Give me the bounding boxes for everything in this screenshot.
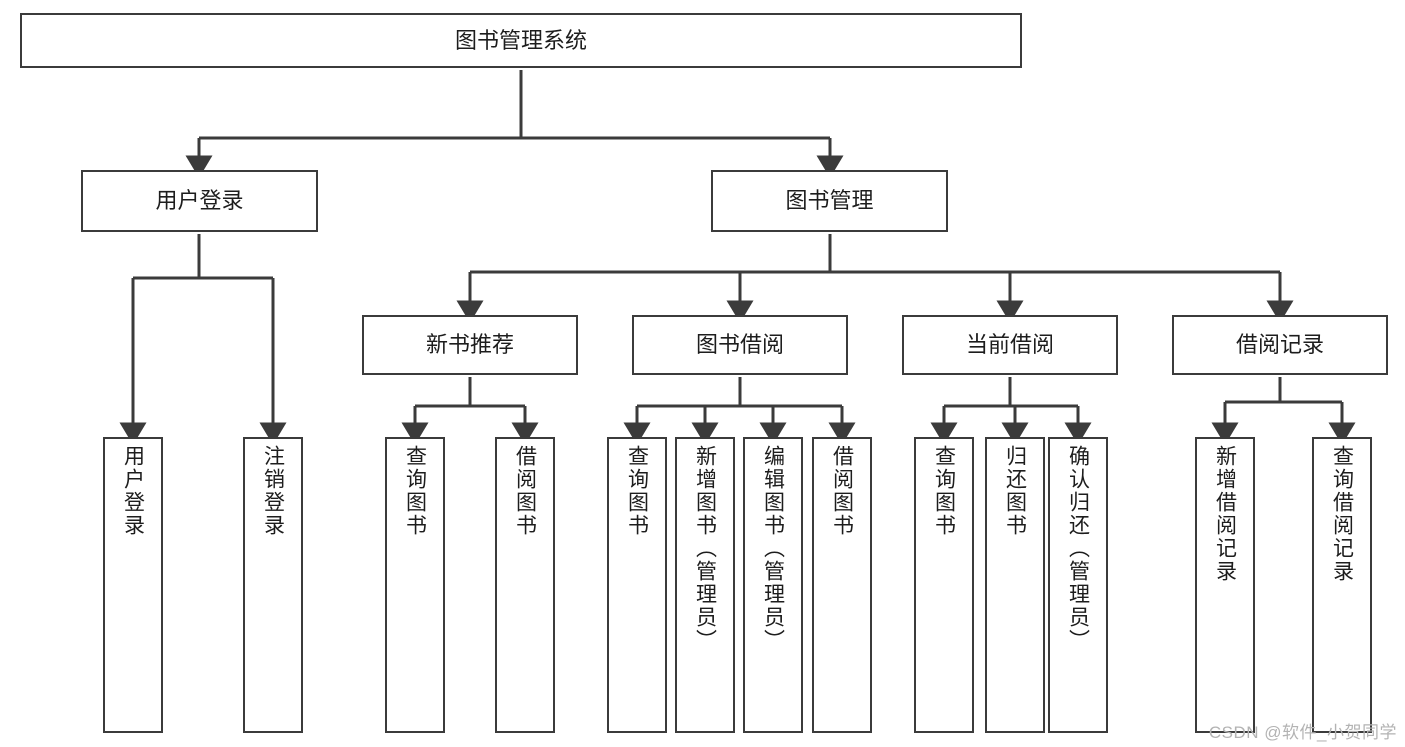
node-leaf-user-login-label: 用户登录 [121,445,145,537]
node-leaf-add-book[interactable]: 新增图书（管理员） [675,437,735,733]
node-leaf-query-book-1-label: 查询图书 [403,445,427,537]
node-user-login[interactable]: 用户登录 [81,170,318,232]
node-current-borrow-label: 当前借阅 [965,332,1054,358]
node-user-login-label: 用户登录 [155,188,244,214]
node-leaf-query-record[interactable]: 查询借阅记录 [1312,437,1372,733]
node-leaf-borrow-book-1-label: 借阅图书 [513,445,537,537]
node-leaf-edit-book-label: 编辑图书（管理员） [761,445,785,652]
node-leaf-query-book-2-label: 查询图书 [625,445,649,537]
node-leaf-add-book-label: 新增图书（管理员） [693,445,717,652]
node-leaf-logout-label: 注销登录 [261,445,285,537]
node-leaf-borrow-book-2-label: 借阅图书 [830,445,854,537]
node-leaf-return-book-label: 归还图书 [1003,445,1027,537]
node-leaf-confirm-return[interactable]: 确认归还（管理员） [1048,437,1108,733]
node-leaf-user-login[interactable]: 用户登录 [103,437,163,733]
node-book-manage-label: 图书管理 [785,188,874,214]
node-leaf-query-book-3-label: 查询图书 [932,445,956,537]
node-leaf-add-record-label: 新增借阅记录 [1213,445,1237,583]
node-leaf-borrow-book-1[interactable]: 借阅图书 [495,437,555,733]
node-book-manage[interactable]: 图书管理 [711,170,948,232]
node-current-borrow[interactable]: 当前借阅 [902,315,1118,375]
node-leaf-query-book-1[interactable]: 查询图书 [385,437,445,733]
node-new-book-recommend-label: 新书推荐 [425,332,514,358]
node-leaf-add-record[interactable]: 新增借阅记录 [1195,437,1255,733]
csdn-watermark: CSDN @软件_小贺同学 [1208,723,1397,742]
node-leaf-confirm-return-label: 确认归还（管理员） [1066,445,1090,652]
node-new-book-recommend[interactable]: 新书推荐 [362,315,578,375]
node-leaf-edit-book[interactable]: 编辑图书（管理员） [743,437,803,733]
node-leaf-query-record-label: 查询借阅记录 [1330,445,1354,583]
node-leaf-query-book-2[interactable]: 查询图书 [607,437,667,733]
node-borrow-record-label: 借阅记录 [1235,332,1324,358]
node-leaf-query-book-3[interactable]: 查询图书 [914,437,974,733]
node-borrow-record[interactable]: 借阅记录 [1172,315,1388,375]
node-root[interactable]: 图书管理系统 [20,13,1022,68]
node-root-label: 图书管理系统 [454,27,587,53]
node-leaf-borrow-book-2[interactable]: 借阅图书 [812,437,872,733]
node-book-borrow-label: 图书借阅 [695,332,784,358]
node-leaf-return-book[interactable]: 归还图书 [985,437,1045,733]
node-book-borrow[interactable]: 图书借阅 [632,315,848,375]
node-leaf-logout[interactable]: 注销登录 [243,437,303,733]
